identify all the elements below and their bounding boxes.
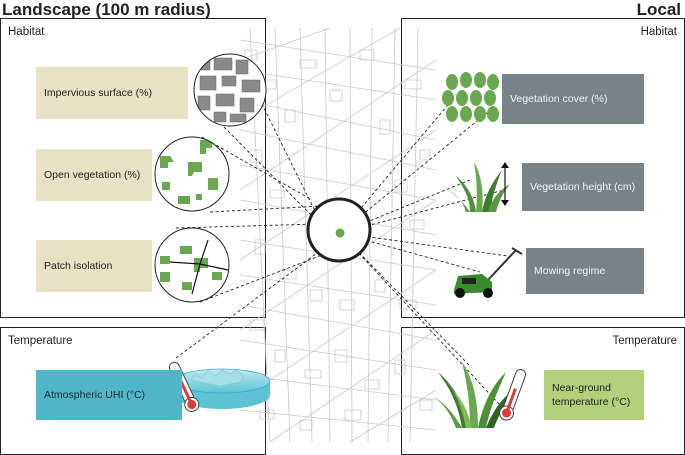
open-vegetation-map-icon bbox=[154, 136, 230, 212]
patch-isolation-label: Patch isolation bbox=[36, 240, 152, 292]
landscape-habitat-frame bbox=[0, 18, 266, 318]
vegetation-cover-label: Vegetation cover (%) bbox=[502, 74, 644, 124]
grass-thermometer-icon bbox=[432, 362, 527, 428]
impervious-surface-label: Impervious surface (%) bbox=[36, 67, 188, 119]
grass-height-icon bbox=[448, 162, 510, 212]
near-ground-temperature-label: Near-ground temperature (°C) bbox=[544, 370, 644, 420]
landscape-heading: Landscape (100 m radius) bbox=[2, 0, 211, 19]
local-habitat-title: Habitat bbox=[640, 26, 677, 38]
site-dot bbox=[335, 228, 345, 238]
near-ground-line1: Near-ground bbox=[552, 382, 611, 394]
mowing-regime-label: Mowing regime bbox=[526, 248, 644, 294]
vegetation-cover-icon bbox=[442, 72, 499, 122]
lawn-mower-icon bbox=[454, 247, 523, 298]
impervious-map-icon bbox=[193, 53, 267, 127]
landscape-habitat-title: Habitat bbox=[8, 26, 45, 38]
landscape-temperature-title: Temperature bbox=[8, 335, 73, 347]
local-temperature-title: Temperature bbox=[612, 335, 677, 347]
vegetation-height-label: Vegetation height (cm) bbox=[522, 163, 644, 211]
atmospheric-uhi-label: Atmospheric UHI (°C) bbox=[36, 370, 182, 420]
near-ground-line2: temperature (°C) bbox=[552, 396, 631, 408]
open-vegetation-label: Open vegetation (%) bbox=[36, 149, 152, 201]
local-heading: Local bbox=[636, 0, 681, 19]
patch-isolation-map-icon bbox=[154, 227, 230, 303]
city-heat-dish-icon bbox=[173, 368, 271, 409]
